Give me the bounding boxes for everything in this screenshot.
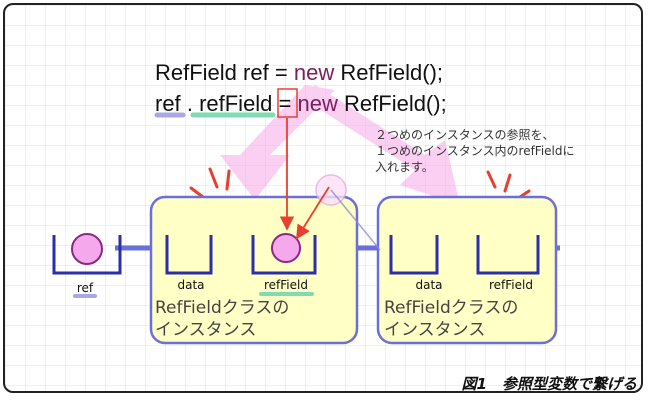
instance-1: data refField RefFieldクラスの インスタンス	[149, 195, 359, 345]
instance-2-box	[376, 195, 558, 345]
instance-2-caption-1: RefFieldクラスの	[384, 298, 518, 318]
instance-1-reffield-slot	[251, 235, 317, 275]
code-line-1-eq: =	[275, 60, 288, 85]
instance-1-reffield-label: refField	[264, 278, 308, 292]
code-line-2: ref . refField = new RefField();	[155, 91, 447, 116]
instance-1-data-slot	[165, 235, 213, 275]
background-arrows	[220, 85, 460, 205]
instance-2-reffield-slot	[476, 235, 540, 275]
ref-variable: ref	[52, 233, 122, 298]
assign-highlight-box	[277, 88, 298, 118]
code-line-1: RefField ref = new RefField();	[155, 60, 443, 85]
code-line-2-obj: ref	[155, 91, 182, 116]
emphasis-marks-right	[486, 170, 531, 199]
instance-2-reffield-label: refField	[489, 278, 533, 292]
instance-2-caption-2: インスタンス	[384, 320, 485, 340]
reference-diagram: RefField ref = new RefField(); ref . ref…	[52, 60, 637, 393]
figure-caption: 図1 参照型変数で繋げる	[462, 375, 637, 393]
code-line-1-type: RefField	[155, 60, 237, 85]
code-line-2-eq: =	[279, 91, 292, 116]
instance-2-data-label: data	[415, 278, 442, 292]
note-line-1: ２つめのインスタンスの参照を、	[375, 127, 555, 142]
code-line-2-new: new	[298, 91, 338, 116]
ref-label: ref	[77, 281, 94, 295]
reference-arrow	[296, 186, 330, 240]
note-line-3: 入れます。	[375, 160, 434, 174]
ref-slot	[52, 235, 122, 275]
instance-1-caption-1: RefFieldクラスの	[155, 298, 289, 318]
ref-pointer	[71, 233, 103, 265]
code-line-1-ctor: RefField();	[340, 60, 443, 85]
code-line-2-field: refField	[199, 91, 272, 116]
instance-1-reffield-pointer	[271, 233, 301, 263]
emphasis-marks-left	[189, 167, 231, 199]
code-line-1-new: new	[294, 60, 334, 85]
instance-1-data-label: data	[177, 278, 204, 292]
pink-arrow-right	[305, 85, 460, 205]
instance-2-data-slot	[389, 235, 439, 275]
instance-2: data refField RefFieldクラスの インスタンス	[376, 195, 558, 345]
instance-1-caption-2: インスタンス	[155, 320, 256, 340]
pink-arrow-left	[220, 85, 335, 200]
faded-connector	[330, 189, 381, 251]
code-line-2-ctor: RefField();	[344, 91, 447, 116]
diagram-frame: RefField ref = new RefField(); ref . ref…	[3, 3, 643, 393]
note-line-2: １つめのインスタンス内のrefFieldに	[375, 144, 575, 158]
code-line-1-var: ref	[243, 60, 270, 85]
code-line-2-dot: .	[187, 91, 193, 116]
